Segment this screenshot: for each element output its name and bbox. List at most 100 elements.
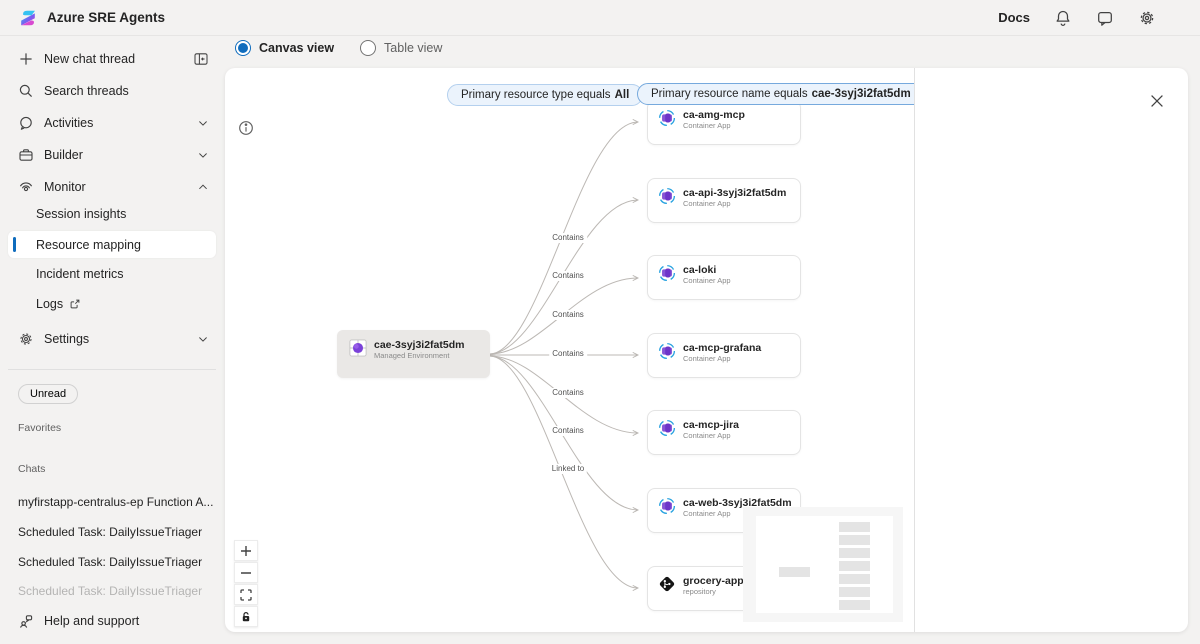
node-title: ca-web-3syj3i2fat5dm [683,497,792,509]
node-type: Container App [683,354,731,363]
zoom-out-button[interactable] [234,562,258,583]
docs-link[interactable]: Docs [998,10,1030,25]
incident-metrics-label: Incident metrics [36,267,124,281]
new-chat-thread-button[interactable]: New chat thread [0,46,225,72]
graph-canvas[interactable]: Primary resource type equals All Primary… [225,68,914,632]
builder-briefcase-icon [19,149,33,161]
graph-node[interactable]: ca-loki Container App [647,255,801,300]
filter-pill-resource-name[interactable]: Primary resource name equals cae-3syj3i2… [637,83,914,105]
session-insights-label: Session insights [36,207,127,221]
minimap-node-bar [839,600,870,610]
settings-label: Settings [44,332,90,346]
node-type: Container App [683,431,731,440]
chat-thread-item[interactable]: Scheduled Task: DailyIssueTriager [18,584,203,597]
graph-node-root[interactable]: cae-3syj3i2fat5dm Managed Environment [337,330,490,378]
feedback-chat-icon[interactable] [1096,9,1114,27]
chevron-down-icon [199,337,207,342]
edge-label: Contains [549,233,587,243]
unread-filter-button[interactable]: Unread [18,384,79,404]
minimap-node-bar [839,561,870,571]
sidebar-item-activities[interactable]: Activities [0,110,225,136]
search-icon [19,84,33,98]
app-logo-icon [21,10,35,25]
container-app-icon [658,419,676,437]
sidebar-item-settings[interactable]: Settings [0,326,225,352]
detail-panel [914,68,1188,632]
edge-label: Contains [549,310,587,320]
node-type: Container App [683,509,731,518]
edge-label: Contains [549,271,587,281]
filter-prefix: Primary resource type equals [461,89,611,101]
sidebar-item-monitor[interactable]: Monitor [0,174,225,200]
node-title: ca-mcp-grafana [683,342,762,354]
settings-gear-icon[interactable] [1138,9,1156,27]
close-icon[interactable] [1148,92,1166,110]
app-title: Azure SRE Agents [47,10,166,25]
help-and-support-button[interactable]: Help and support [0,608,225,634]
resource-mapping-label: Resource mapping [36,237,141,252]
selected-indicator [13,237,16,252]
node-title: ca-api-3syj3i2fat5dm [683,187,787,199]
filter-pill-resource-type[interactable]: Primary resource type equals All [447,84,644,106]
collapse-panel-icon[interactable] [193,51,209,67]
node-type: repository [683,587,716,596]
graph-node[interactable]: ca-amg-mcp Container App [647,100,801,145]
minimap-root-bar [779,567,810,577]
notifications-bell-icon[interactable] [1054,9,1072,27]
graph-minimap[interactable] [743,507,903,622]
node-title: ca-mcp-jira [683,419,740,431]
help-support-icon [20,615,33,628]
sidebar-divider [8,369,216,370]
builder-label: Builder [44,148,83,162]
table-view-radio[interactable]: Table view [360,40,442,56]
help-and-support-label: Help and support [44,614,140,628]
search-threads-button[interactable]: Search threads [0,78,225,104]
chat-thread-item[interactable]: myfirstapp-centralus-ep Function A... [18,495,214,509]
plus-icon [20,53,32,65]
edge-label: Contains [549,426,587,436]
graph-node[interactable]: ca-mcp-jira Container App [647,410,801,455]
node-type: Container App [683,121,731,130]
container-app-icon [658,109,676,127]
activities-chat-icon [20,116,32,130]
activities-label: Activities [44,116,94,130]
minimap-node-bar [839,574,870,584]
zoom-in-button[interactable] [234,540,258,561]
lock-button[interactable] [234,606,258,627]
canvas-view-radio[interactable]: Canvas view [235,40,334,56]
external-link-icon [70,299,80,309]
edge-label: Linked to [548,464,588,474]
minimap-card [756,516,893,613]
git-repository-icon [659,576,675,592]
info-icon[interactable] [237,119,255,137]
sidebar-item-resource-mapping[interactable]: Resource mapping [8,231,216,258]
favorites-section-label: Favorites [18,422,62,434]
filter-prefix: Primary resource name equals [651,88,808,100]
sidebar-item-session-insights[interactable]: Session insights [0,201,225,227]
graph-node[interactable]: ca-api-3syj3i2fat5dm Container App [647,178,801,223]
settings-gear-icon [20,333,32,345]
top-app-bar: Azure SRE Agents Docs [0,0,1200,36]
node-type: Container App [683,276,731,285]
radio-unselected-icon [360,40,377,56]
logs-label: Logs [36,297,64,311]
radio-selected-icon [235,40,251,56]
table-view-label: Table view [384,41,443,55]
filter-value: cae-3syj3i2fat5dm [811,88,911,100]
node-title: ca-loki [683,264,717,276]
graph-node[interactable]: ca-mcp-grafana Container App [647,333,801,378]
new-chat-thread-label: New chat thread [44,52,136,66]
minimap-node-bar [839,587,870,597]
sidebar-item-incident-metrics[interactable]: Incident metrics [0,261,225,287]
minimap-node-bar [839,548,870,558]
fit-view-button[interactable] [234,584,258,605]
container-app-icon [658,264,676,282]
chat-thread-item[interactable]: Scheduled Task: DailyIssueTriager [18,555,203,569]
chat-thread-item[interactable]: Scheduled Task: DailyIssueTriager [18,525,203,539]
container-app-icon [658,342,676,360]
sidebar-item-builder[interactable]: Builder [0,142,225,168]
sidebar: New chat thread Search threads Activitie… [0,36,225,644]
node-title: ca-amg-mcp [683,109,745,121]
sidebar-item-logs[interactable]: Logs [0,291,225,317]
resource-mapping-panel: Primary resource type equals All Primary… [225,68,1188,632]
